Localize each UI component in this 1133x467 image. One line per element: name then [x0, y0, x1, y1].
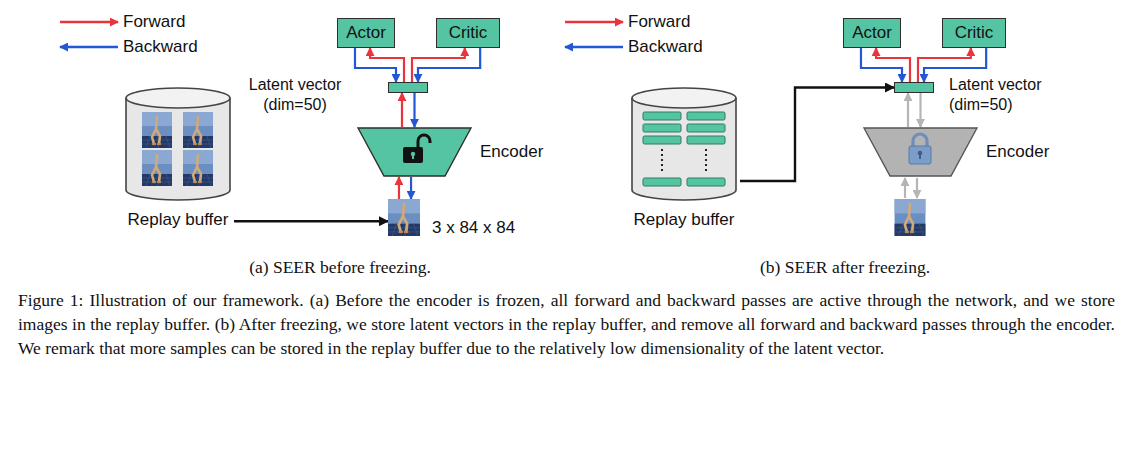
connector-arrow: [418, 48, 480, 82]
legend-backward-arrow: [565, 46, 623, 48]
critic-box: Critic: [436, 18, 500, 48]
connector-arrow: [234, 220, 388, 222]
connector-arrow: [370, 48, 404, 82]
actor-box: Actor: [843, 18, 901, 48]
input-image: [388, 199, 420, 236]
node-label: Critic: [449, 23, 488, 43]
subfigure-caption: (b) SEER after freezing.: [760, 257, 930, 277]
subfigure-caption: (a) SEER before freezing.: [249, 257, 431, 277]
input-image: 3 x 84 x 84: [388, 199, 420, 236]
inactive-forward-arrow: [904, 178, 906, 198]
connector-arrow: [861, 48, 902, 82]
node-label: Latent vector (dim=50): [949, 75, 1061, 115]
connector-arrow: [355, 48, 396, 82]
legend-text: Forward: [123, 12, 185, 32]
critic-box: Critic: [942, 18, 1006, 48]
connector-arrow: [410, 177, 412, 199]
inactive-backward-arrow: [916, 178, 918, 198]
connector-arrow: [907, 93, 909, 127]
encoder-trapezoid: Encoder: [357, 127, 472, 177]
node-label: Replay buffer: [634, 210, 735, 230]
connector-arrow: [876, 48, 910, 82]
node-label: Actor: [852, 23, 892, 43]
node-label: 3 x 84 x 84: [432, 218, 515, 238]
legend-text: Backward: [628, 37, 703, 57]
cylinder-shape: [123, 86, 233, 204]
latent-vector: Latent vector (dim=50): [894, 82, 934, 93]
actor-box: Actor: [337, 18, 395, 48]
node-label: Latent vector (dim=50): [239, 75, 351, 115]
legend-forward-arrow: [60, 21, 118, 23]
encoder-trapezoid: Encoder: [863, 127, 978, 177]
node-label: Replay buffer: [128, 210, 229, 230]
legend-text: Forward: [628, 12, 690, 32]
node-label: Encoder: [480, 142, 543, 162]
encoder-shape: [863, 127, 978, 177]
cylinder-shape: [629, 86, 739, 204]
node-label: Encoder: [986, 142, 1049, 162]
legend-text: Backward: [123, 37, 198, 57]
connector-arrow: [401, 93, 403, 127]
legend-forward-arrow: [565, 21, 623, 23]
legend-backward-arrow: [60, 46, 118, 48]
node-label: Actor: [346, 23, 386, 43]
input-image: [895, 199, 926, 236]
connector-arrow: [413, 93, 415, 127]
encoder-shape: [357, 127, 472, 177]
replay-buffer: Replay buffer: [122, 86, 234, 230]
connector-arrow: [919, 93, 921, 127]
figure-caption: Figure 1: Illustration of our framework.…: [18, 288, 1115, 360]
connector-arrow: [412, 48, 465, 82]
node-label: Critic: [955, 23, 994, 43]
replay-buffer: Replay buffer: [628, 86, 740, 230]
latent-vector: Latent vector (dim=50): [388, 82, 428, 93]
connector-arrow: [398, 177, 400, 199]
